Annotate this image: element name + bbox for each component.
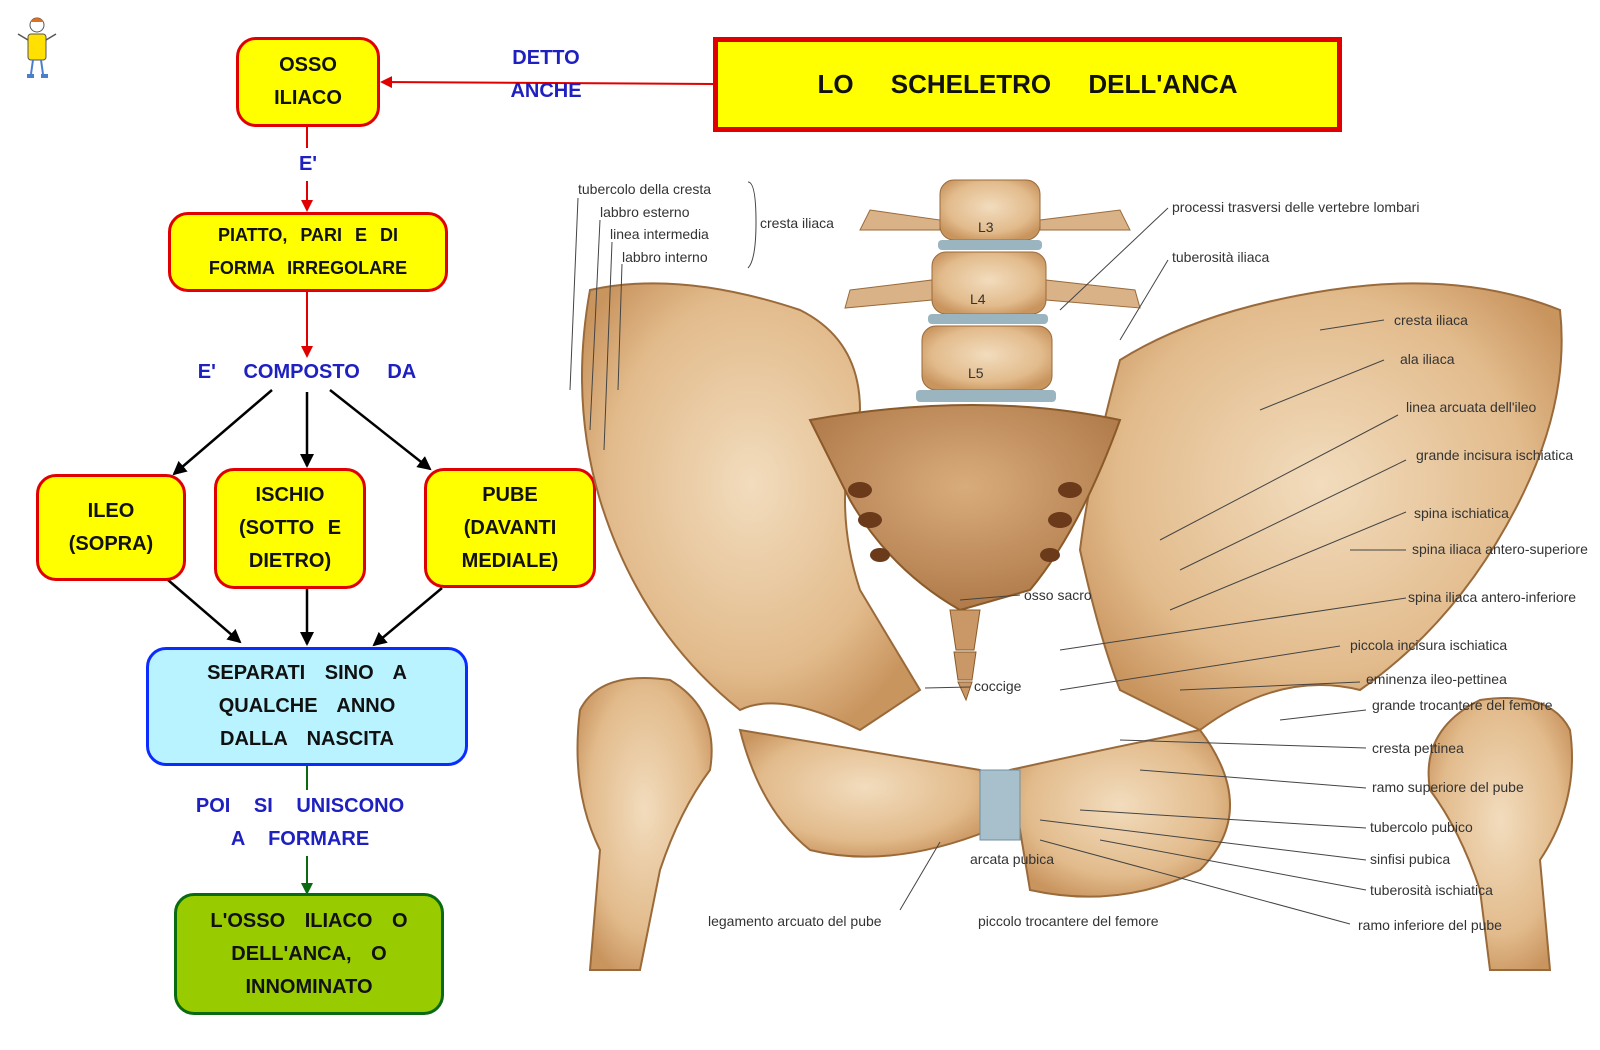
label-spina-iliaca-as: spina iliaca antero-superiore xyxy=(1412,541,1588,557)
label-labbro-interno: labbro interno xyxy=(622,249,708,265)
label-coccige: coccige xyxy=(974,678,1022,694)
labels-upper-left xyxy=(569,181,757,451)
left-femur xyxy=(576,677,713,971)
label-tubercolo-pubico: tubercolo pubico xyxy=(1370,819,1473,835)
link-poi-si: POI SI UNISCONO A FORMARE xyxy=(180,790,420,856)
node-pube: PUBE (DAVANTI MEDIALE) xyxy=(424,468,596,588)
arrow-to-pube xyxy=(329,389,432,471)
label-osso-sacro: osso sacro xyxy=(1024,587,1092,603)
label-spina-ischiatica: spina ischiatica xyxy=(1414,505,1509,521)
node-separati: SEPARATI SINO A QUALCHE ANNO DALLA NASCI… xyxy=(146,647,468,766)
label-grande-incisura: grande incisura ischiatica xyxy=(1416,447,1573,463)
label-processi-trasversi: processi trasversi delle vertebre lombar… xyxy=(1172,199,1419,215)
label-l5: L5 xyxy=(968,365,984,381)
label-l3: L3 xyxy=(978,219,994,235)
label-linea-intermedia: linea intermedia xyxy=(610,226,709,242)
mascot-icon xyxy=(17,17,57,78)
page-title: LO SCHELETRO DELL'ANCA xyxy=(713,37,1342,132)
label-tuberosita-iliaca: tuberosità iliaca xyxy=(1172,249,1269,265)
label-cresta-iliaca: cresta iliaca xyxy=(1394,312,1468,328)
label-sinfisi-pubica: sinfisi pubica xyxy=(1370,851,1450,867)
node-osso-anca: L'OSSO ILIACO O DELL'ANCA, O INNOMINATO xyxy=(174,893,444,1015)
link-detto-anche: DETTO ANCHE xyxy=(510,47,582,102)
label-cresta-iliaca-group: cresta iliaca xyxy=(760,215,834,231)
label-piccola-incisura: piccola incisura ischiatica xyxy=(1350,637,1507,653)
label-ramo-inferiore: ramo inferiore del pube xyxy=(1358,917,1502,933)
leader-lines-right xyxy=(1039,207,1407,925)
arrow-title-to-osso xyxy=(380,76,714,89)
node-piatto-pari: PIATTO, PARI E DI FORMA IRREGOLARE xyxy=(168,212,448,292)
pubic-rami xyxy=(738,728,992,858)
label-eminenza: eminenza ileo-pettinea xyxy=(1366,671,1507,687)
label-ala-iliaca: ala iliaca xyxy=(1400,351,1455,367)
link-composto: E' COMPOSTO DA xyxy=(197,361,417,383)
arrow-to-ileo xyxy=(172,389,273,476)
label-l4: L4 xyxy=(970,291,986,307)
arrow-ileo-to-separati xyxy=(167,579,242,644)
node-ileo: ILEO (SOPRA) xyxy=(36,474,186,581)
label-labbro-esterno: labbro esterno xyxy=(600,204,690,220)
arrow-pube-to-separati xyxy=(372,587,443,647)
left-iliac-wing xyxy=(581,282,922,732)
label-legamento-arcuato: legamento arcuato del pube xyxy=(708,913,882,929)
label-grande-trocantere: grande trocantere del femore xyxy=(1372,697,1553,713)
label-cresta-pettinea: cresta pettinea xyxy=(1372,740,1464,756)
label-linea-arcuata: linea arcuata dell'ileo xyxy=(1406,399,1537,415)
lumbar-vertebrae xyxy=(844,179,1141,402)
coccyx xyxy=(949,609,981,702)
pubic-symphysis xyxy=(979,769,1021,841)
right-iliac-wing xyxy=(1078,282,1563,732)
node-ischio: ISCHIO (SOTTO E DIETRO) xyxy=(214,468,366,589)
label-ramo-superiore: ramo superiore del pube xyxy=(1372,779,1524,795)
label-tubercolo-cresta: tubercolo della cresta xyxy=(578,181,711,197)
pelvis-illustration: L3 L4 L5 tubercolo della cresta labbro e… xyxy=(569,179,1588,971)
link-e: E' xyxy=(288,148,328,181)
node-osso-iliaco: OSSO ILIACO xyxy=(236,37,380,127)
label-arcata-pubica: arcata pubica xyxy=(970,851,1054,867)
label-piccolo-trocantere: piccolo trocantere del femore xyxy=(978,913,1159,929)
label-spina-iliaca-ai: spina iliaca antero-inferiore xyxy=(1408,589,1576,605)
label-tuberosita-ischiatica: tuberosità ischiatica xyxy=(1370,882,1493,898)
right-femur xyxy=(1427,697,1573,971)
